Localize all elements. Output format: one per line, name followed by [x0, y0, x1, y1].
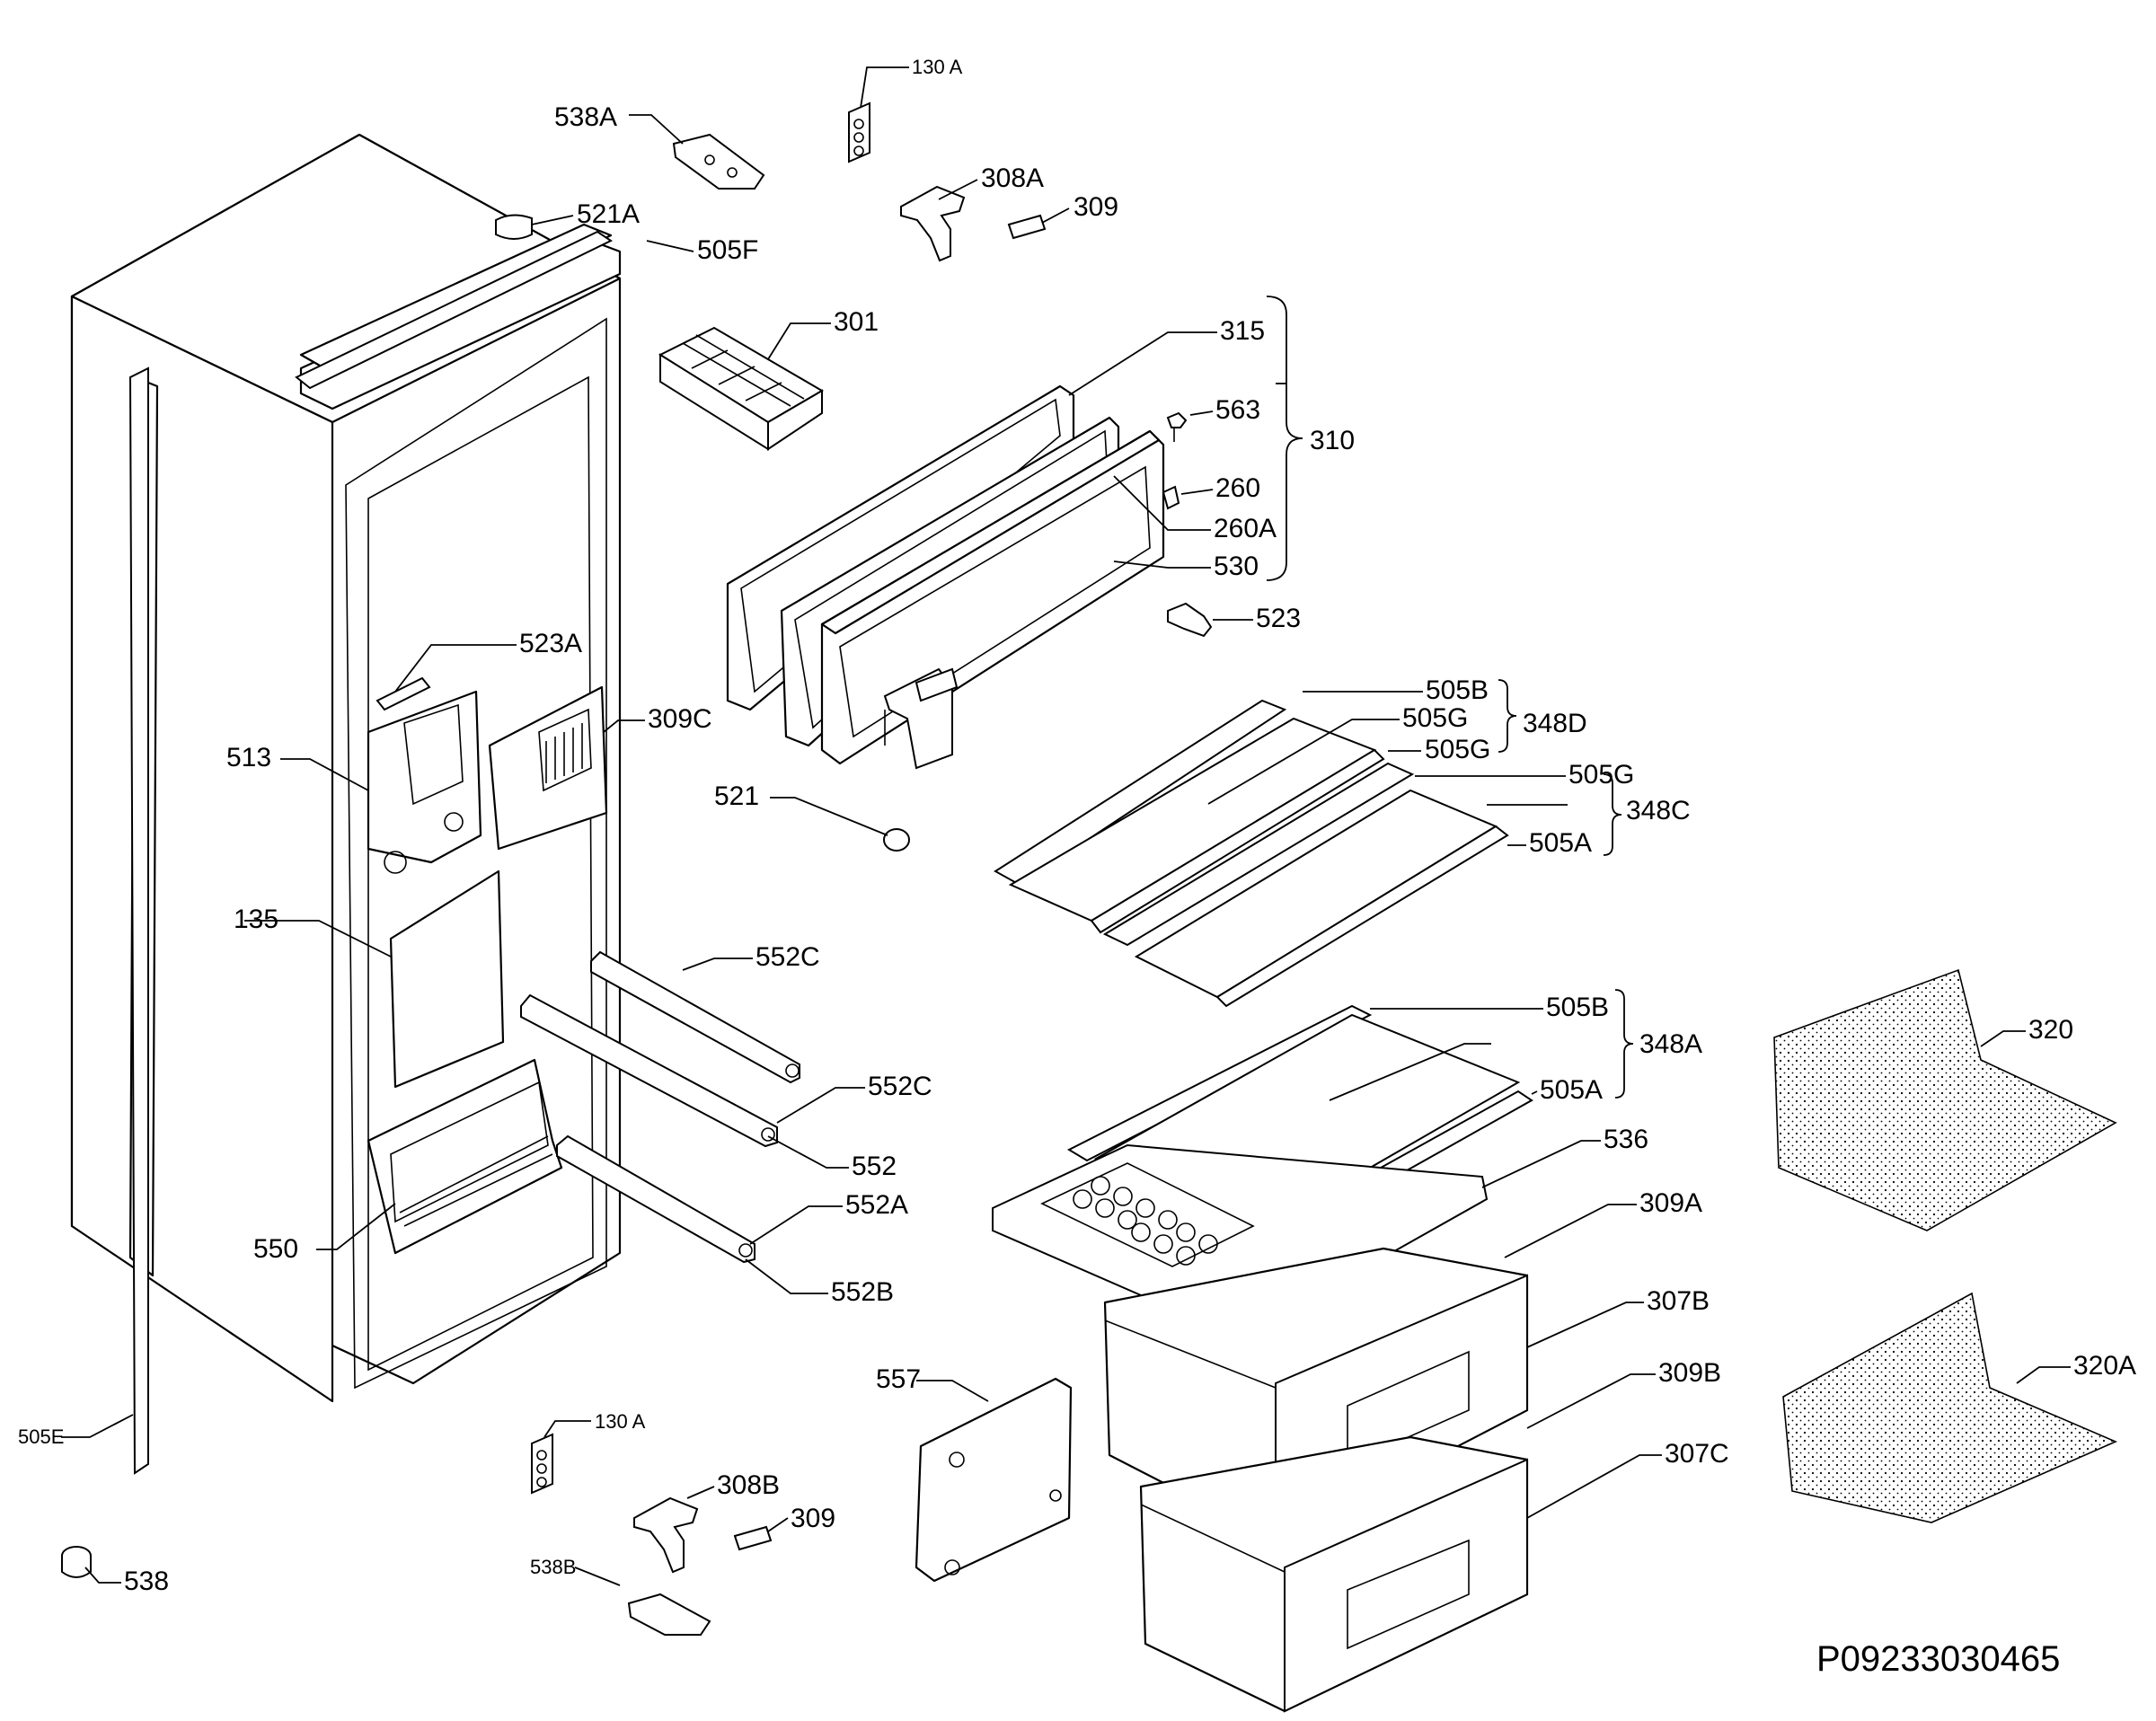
label-552: 552 [852, 1152, 897, 1181]
label-307b: 307B [1647, 1286, 1710, 1316]
rail-552a [556, 1134, 755, 1264]
label-550: 550 [253, 1234, 298, 1264]
label-308b: 308B [717, 1470, 780, 1500]
label-309b: 309B [1658, 1358, 1721, 1388]
label-552a: 552A [845, 1190, 908, 1220]
label-523: 523 [1256, 604, 1301, 633]
label-309c: 309C [648, 704, 712, 734]
part-536-tray [992, 1143, 1489, 1340]
label-530: 530 [1214, 552, 1259, 581]
label-320a: 320A [2073, 1351, 2136, 1381]
label-309-top: 309 [1074, 192, 1118, 222]
part-521-plug [883, 828, 910, 852]
label-130a-bottom: 130 A [595, 1410, 646, 1433]
brace-348d [1498, 679, 1517, 753]
leader-lines [61, 66, 2071, 1586]
label-557: 557 [876, 1364, 921, 1394]
part-309c-cover [488, 685, 608, 851]
brace-348a [1614, 989, 1634, 1099]
part-135-cover [389, 869, 505, 1089]
part-308a-hinge [900, 185, 966, 262]
label-505b-2: 505B [1546, 993, 1609, 1022]
drawing-reference: P09233030465 [1816, 1639, 2060, 1679]
part-513-panel [367, 690, 482, 874]
label-130a-top: 130 A [912, 56, 963, 78]
label-563: 563 [1215, 395, 1260, 425]
door-assembly [726, 384, 1165, 770]
label-260: 260 [1215, 473, 1260, 503]
part-505f-rail [295, 230, 614, 390]
part-301-ice-tray [658, 326, 824, 451]
part-538-foot [61, 1546, 92, 1578]
label-505g-1b: 505G [1425, 735, 1490, 764]
label-521a: 521A [577, 199, 640, 229]
shelf-348c [1102, 762, 1509, 1008]
label-505g-1: 505G [1402, 703, 1468, 733]
part-260-clip [1162, 485, 1180, 510]
label-348d: 348D [1523, 709, 1587, 738]
label-505g-2: 505G [1568, 760, 1634, 790]
label-307c: 307C [1665, 1439, 1729, 1469]
label-320: 320 [2028, 1015, 2073, 1045]
part-523 [1167, 602, 1213, 638]
label-348c: 348C [1626, 796, 1691, 825]
label-538: 538 [124, 1567, 169, 1596]
callout-labels: 538A 130 A 308A 309 521A 505F 301 315 56… [18, 56, 2136, 1596]
label-552b: 552B [831, 1277, 894, 1307]
label-521: 521 [714, 781, 759, 811]
part-557-panel [915, 1377, 1073, 1583]
label-505a-2: 505A [1540, 1075, 1603, 1105]
label-538a: 538A [554, 102, 617, 132]
part-309-clip-bottom [733, 1525, 773, 1551]
label-309-bottom: 309 [791, 1504, 835, 1533]
label-552c-1: 552C [755, 942, 820, 972]
rail-552c-upper [590, 950, 800, 1084]
label-260a: 260A [1214, 514, 1277, 543]
label-552c-2: 552C [868, 1072, 932, 1101]
label-536: 536 [1604, 1125, 1648, 1154]
part-521a-cap [495, 214, 533, 240]
label-523a: 523A [519, 629, 582, 658]
shelf-348d [994, 699, 1385, 934]
part-563-screw [1166, 411, 1188, 442]
label-309a: 309A [1639, 1188, 1702, 1218]
part-523a [376, 676, 431, 711]
label-505b-1: 505B [1426, 675, 1489, 705]
label-538b: 538B [530, 1556, 576, 1578]
label-308a: 308A [981, 163, 1044, 193]
label-348a: 348A [1639, 1029, 1702, 1059]
part-505e-strip [128, 366, 149, 1475]
label-135: 135 [234, 905, 278, 934]
part-320-basket [1773, 968, 2117, 1231]
brace-310 [1266, 296, 1303, 581]
label-310: 310 [1310, 426, 1355, 455]
part-538a-hinge-plate [672, 133, 765, 190]
label-513: 513 [226, 743, 271, 772]
drawer-307c [1139, 1435, 1529, 1713]
label-505e: 505E [18, 1425, 64, 1448]
part-538b-hinge-plate [627, 1593, 711, 1636]
rail-552c-lower [520, 993, 778, 1148]
part-308b-hinge [633, 1496, 699, 1574]
part-130a-bracket-bottom [531, 1433, 553, 1495]
part-309-clip-top [1007, 214, 1047, 240]
label-505f: 505F [697, 235, 758, 265]
label-505a-1: 505A [1529, 828, 1592, 858]
part-320a-basket [1782, 1292, 2118, 1523]
label-315: 315 [1220, 316, 1265, 346]
brace-348c [1603, 773, 1622, 856]
label-301: 301 [834, 307, 879, 337]
part-130a-bracket-top [848, 101, 870, 163]
